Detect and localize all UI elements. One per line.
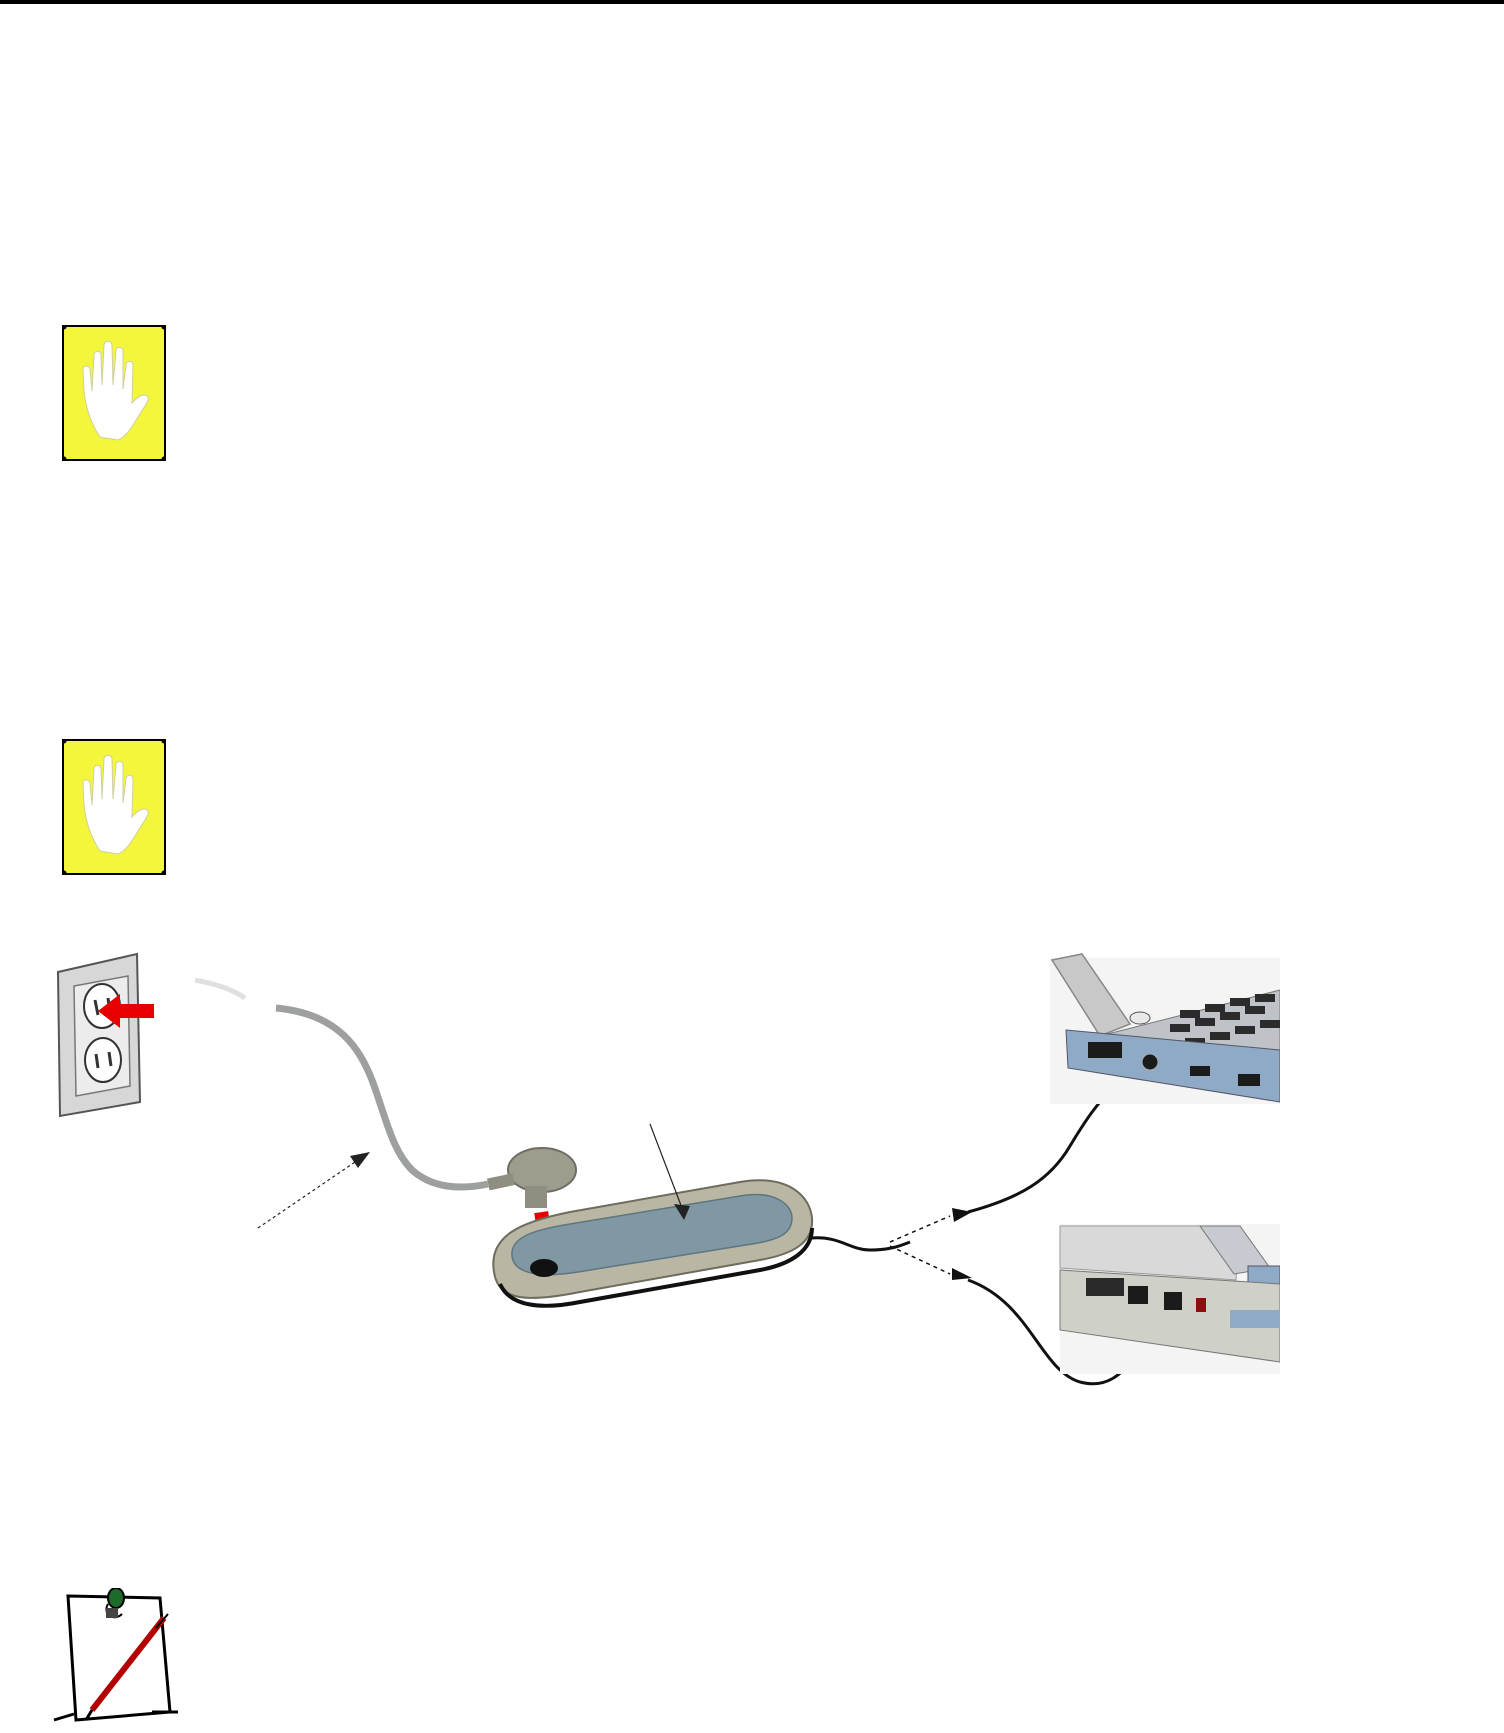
dc-cord-upper bbox=[967, 1088, 1113, 1214]
laptop-rear-view-2 bbox=[1059, 1224, 1281, 1374]
caution-hand-icon-1 bbox=[61, 324, 167, 462]
power-connection-diagram bbox=[40, 950, 1281, 1410]
laptop-side-view-1 bbox=[1050, 953, 1281, 1104]
ac-power-cord bbox=[275, 1004, 489, 1191]
ac-cord-plug bbox=[487, 1147, 577, 1208]
dc-cord-main bbox=[811, 1236, 911, 1252]
top-rule bbox=[0, 0, 1504, 4]
caution-hand-icon-2 bbox=[61, 738, 167, 876]
wall-outlet-icon bbox=[56, 952, 142, 1118]
plug-in-arrow-outlet bbox=[98, 994, 154, 1028]
ac-adapter bbox=[492, 1179, 814, 1308]
note-pen-icon bbox=[52, 1587, 182, 1728]
